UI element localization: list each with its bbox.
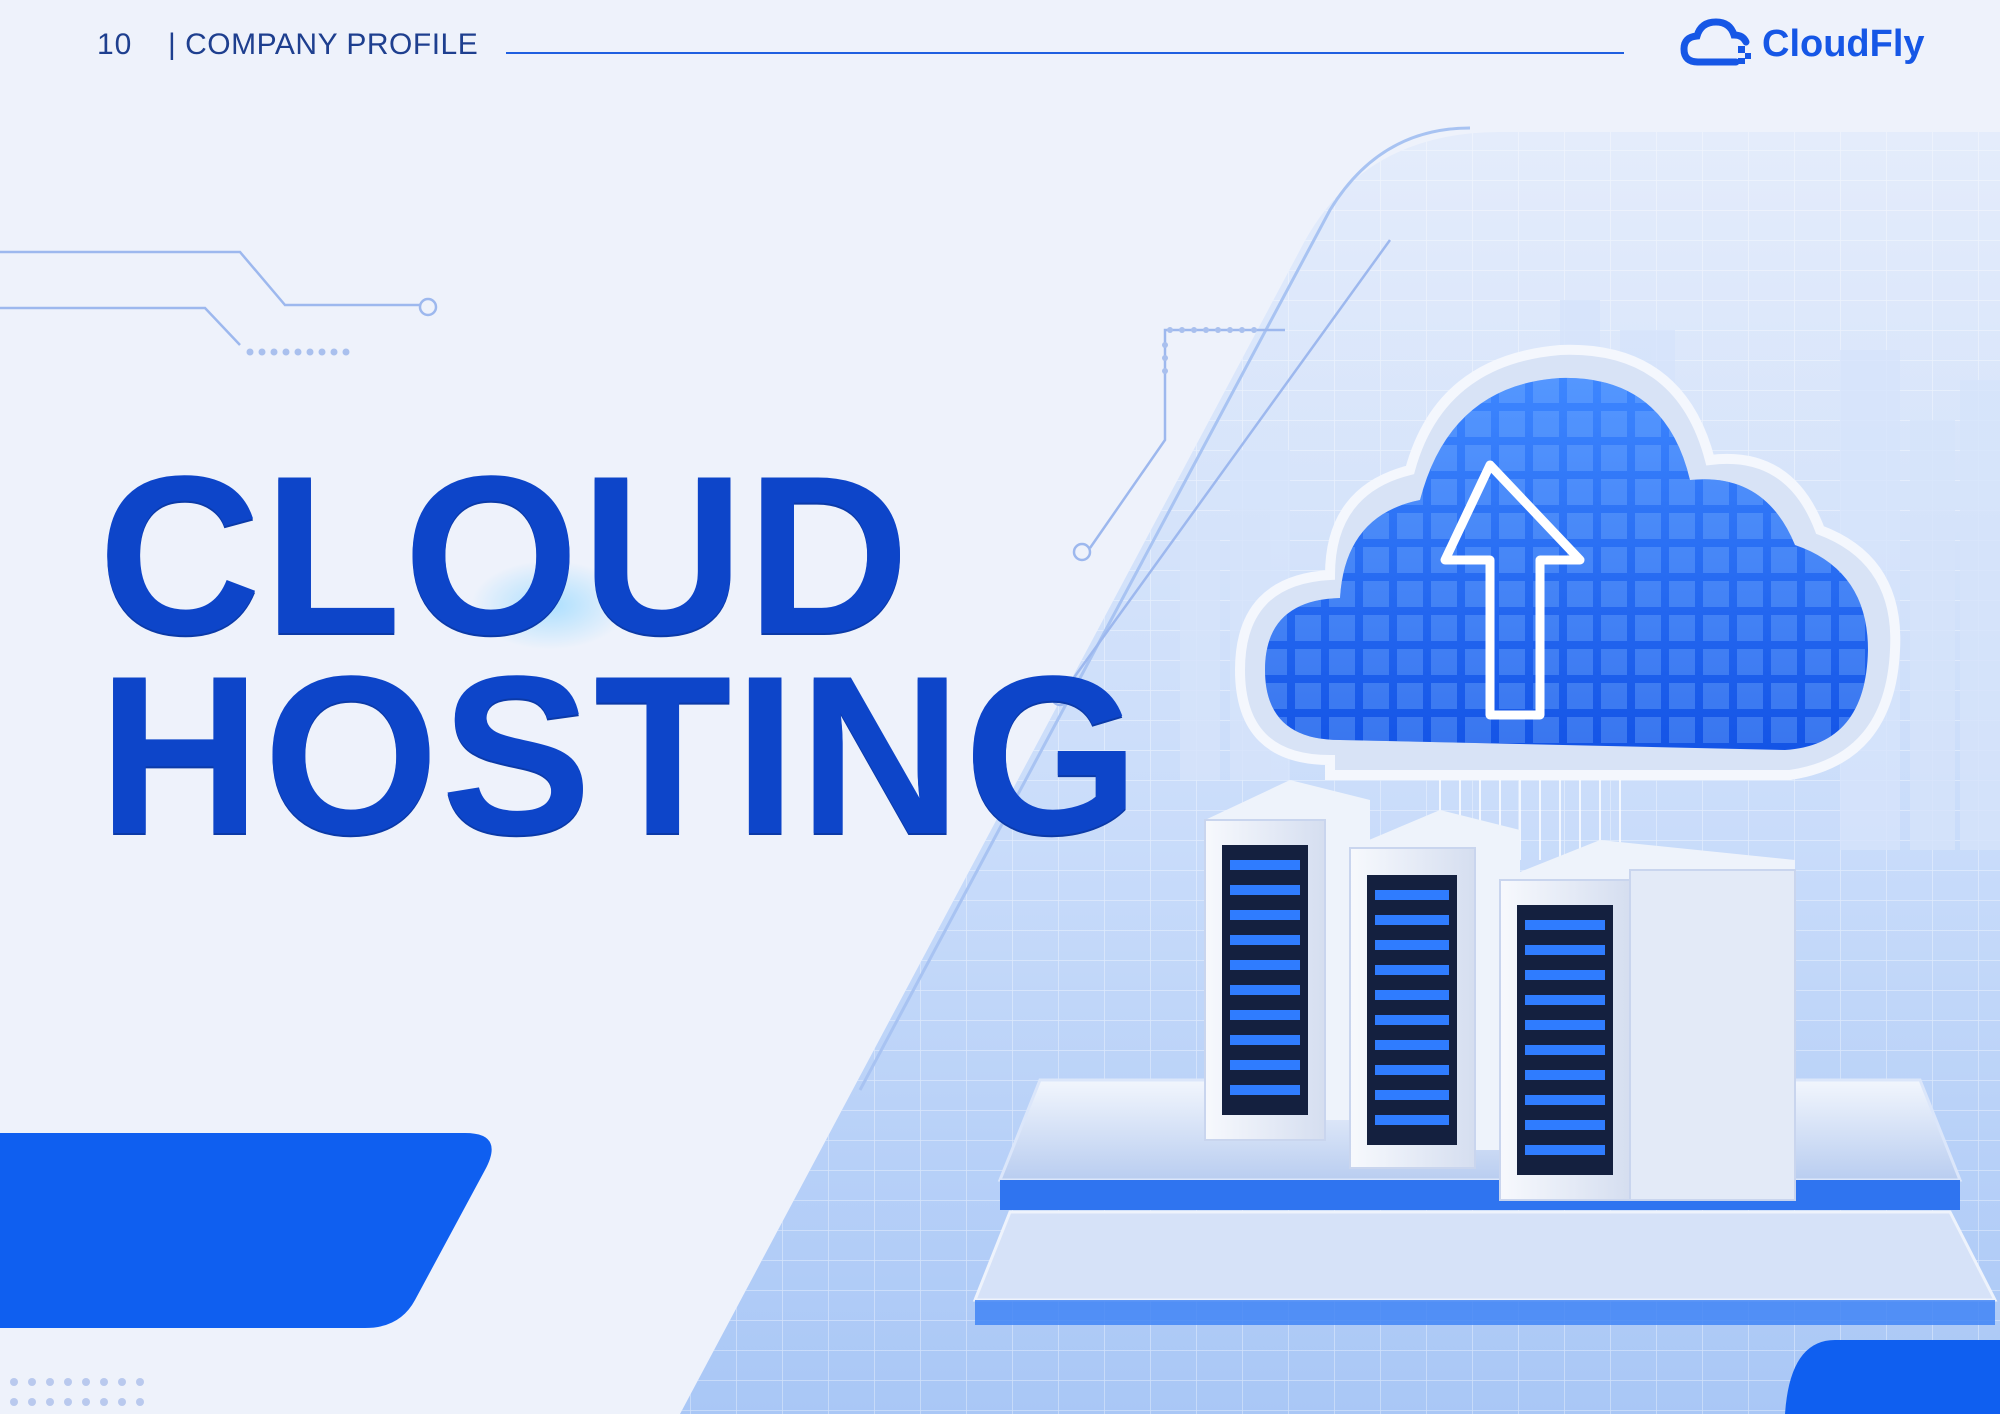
header-divider [506,52,1624,54]
hero-title-line-2: HOSTING [98,628,1142,881]
cloud-logo-icon [1680,18,1751,66]
brand-logo: CloudFly [1680,14,1925,74]
page-number: 10 [97,28,133,61]
section-label: | COMPANY PROFILE [168,28,479,61]
brand-name: CloudFly [1762,22,1925,65]
hero-title: CLOUD HOSTING [98,428,1142,881]
hero-title-line-1: CLOUD [98,428,912,681]
